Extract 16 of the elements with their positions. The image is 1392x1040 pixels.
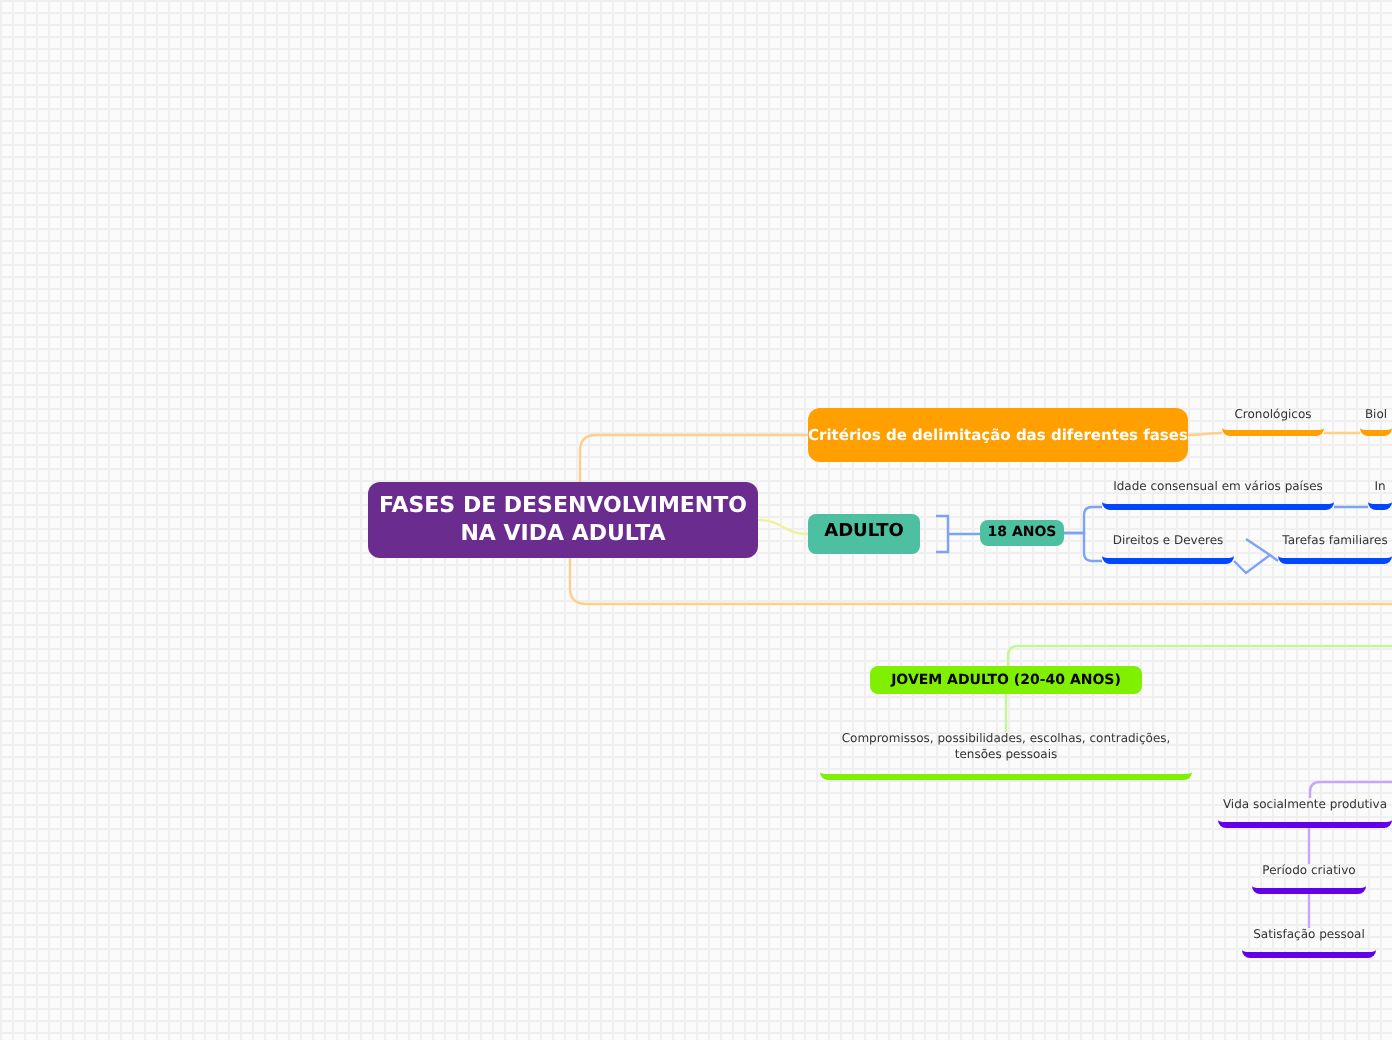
- connector-line: [1064, 531, 1102, 563]
- connector-line: [1006, 644, 1392, 666]
- connector-line: [1188, 431, 1222, 437]
- connector-line: [1334, 505, 1368, 509]
- connector-line: [1307, 828, 1311, 864]
- connector-line: [1308, 780, 1392, 798]
- connector-line: [578, 433, 808, 482]
- topic-box: ADULTO: [808, 514, 920, 554]
- root-topic-box: FASES DE DESENVOLVIMENTO NA VIDA ADULTA: [368, 482, 758, 558]
- connector-line: [1307, 894, 1311, 928]
- connector-line: [757, 518, 809, 536]
- connector-line: [934, 514, 982, 554]
- connector-line: [1233, 537, 1279, 575]
- connector-line: [568, 558, 1392, 606]
- connector-line: [1004, 694, 1008, 732]
- connector-line: [1324, 431, 1360, 435]
